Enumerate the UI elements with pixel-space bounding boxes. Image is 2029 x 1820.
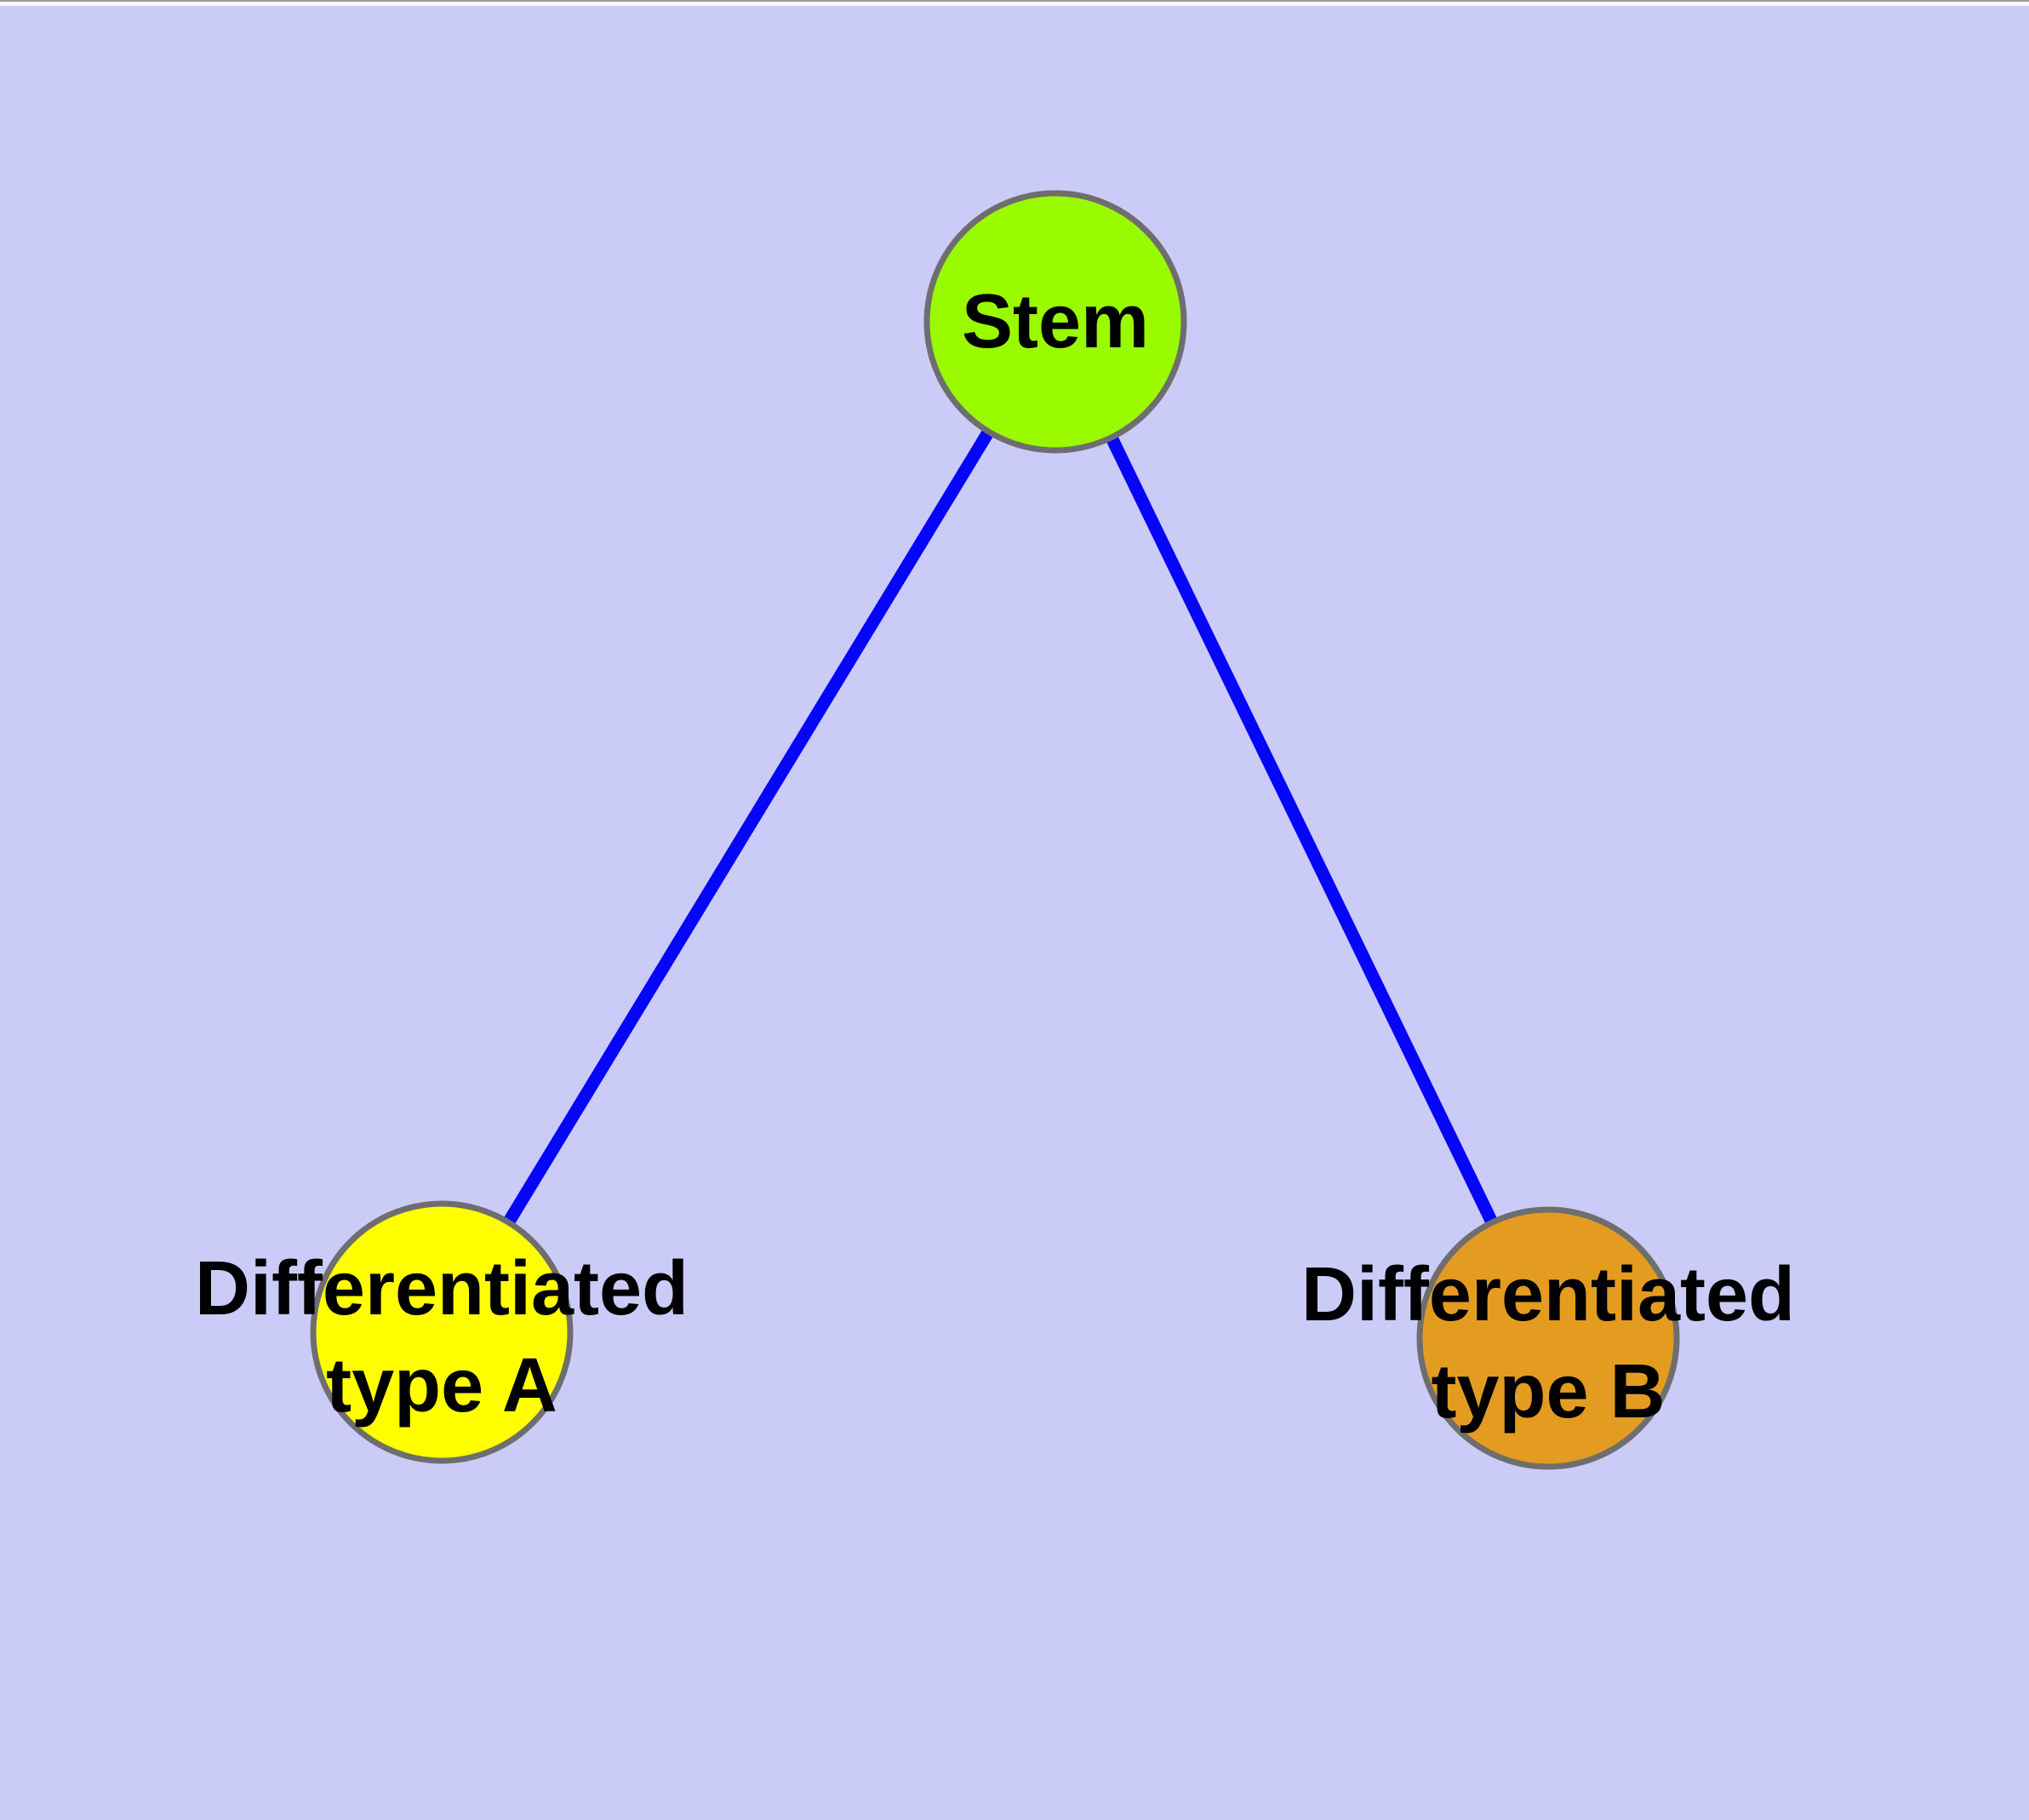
edge-stem-to-type-a: [436, 318, 1061, 1336]
node-differentiated-type-b-circle[interactable]: [1416, 1206, 1680, 1470]
node-stem-circle[interactable]: [923, 190, 1187, 454]
edge-stem-to-type-b: [1049, 318, 1554, 1342]
top-margin-strip: [0, 2, 2029, 6]
node-differentiated-type-a-circle[interactable]: [310, 1200, 574, 1464]
window-top-hairline: [0, 0, 2029, 2]
